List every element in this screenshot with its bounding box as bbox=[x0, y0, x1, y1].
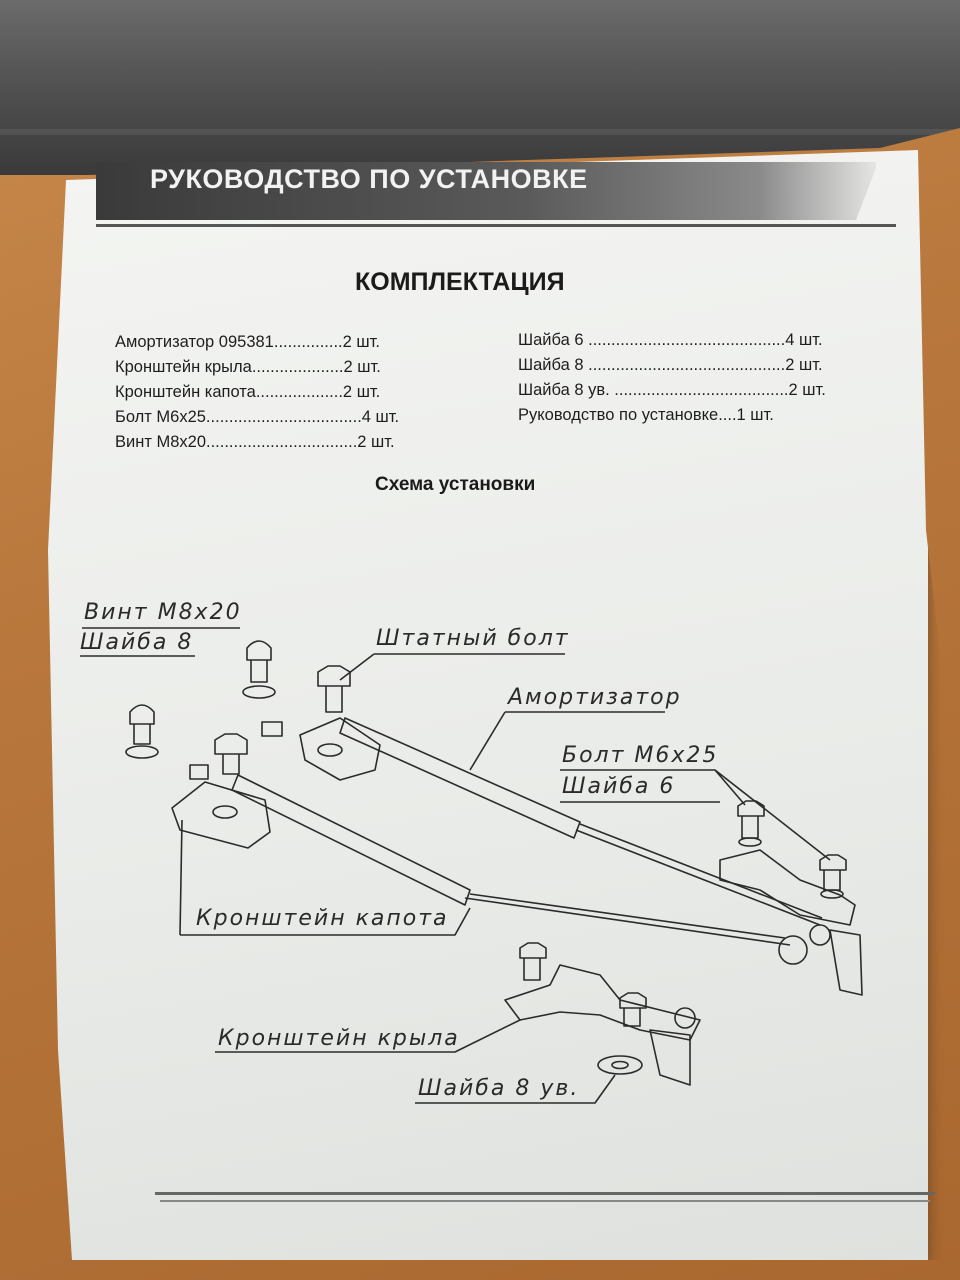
kit-list-right: Шайба 6 ................................… bbox=[518, 328, 826, 428]
washer-8-icon bbox=[242, 685, 276, 699]
kit-item: Болт М6х25..............................… bbox=[115, 408, 400, 426]
label-fender-bracket: Кронштейн крыла bbox=[218, 1026, 460, 1051]
bolt-m6-icon bbox=[819, 854, 847, 891]
bolt-m6-icon bbox=[519, 942, 547, 981]
label-shock-absorber: Амортизатор bbox=[508, 685, 682, 710]
kit-item: Шайба 6 ................................… bbox=[518, 331, 823, 349]
gas-strut-rod bbox=[575, 829, 821, 926]
washer-8-icon bbox=[125, 745, 159, 759]
hood-bracket-icon bbox=[171, 781, 271, 849]
device-edge bbox=[0, 0, 960, 175]
kit-item: Шайба 8 ................................… bbox=[518, 356, 823, 374]
header-band bbox=[96, 162, 876, 220]
washer-8-large-icon bbox=[597, 1055, 643, 1075]
leader-line bbox=[560, 769, 831, 861]
kit-item: Кронштейн крыла....................2 шт. bbox=[115, 358, 381, 376]
bolt-m6-icon bbox=[737, 800, 765, 839]
hood-bracket-icon bbox=[299, 717, 381, 781]
bolt-m6-icon bbox=[619, 992, 647, 1027]
kit-item: Руководство по установке....1 шт. bbox=[518, 406, 774, 424]
gas-strut-rod bbox=[464, 897, 791, 946]
label-standard-bolt: Штатный болт bbox=[376, 626, 570, 651]
scheme-title: Схема установки bbox=[375, 474, 536, 495]
leader-line bbox=[179, 819, 471, 936]
gas-strut-body bbox=[231, 774, 471, 906]
kit-title: КОМПЛЕКТАЦИЯ bbox=[355, 268, 565, 296]
gas-strut-body bbox=[339, 717, 581, 839]
leader-line bbox=[339, 653, 565, 681]
label-washer-8-large: Шайба 8 ув. bbox=[418, 1076, 580, 1101]
leader-line bbox=[215, 1019, 521, 1053]
footer-line bbox=[155, 1192, 935, 1195]
label-washer-8: Шайба 8 bbox=[80, 630, 194, 655]
header-title: РУКОВОДСТВО ПО УСТАНОВКЕ bbox=[150, 164, 588, 194]
label-washer-6: Шайба 6 bbox=[562, 774, 676, 799]
screw-m8-icon bbox=[246, 640, 272, 683]
footer-line bbox=[160, 1200, 930, 1202]
kit-item: Винт М8х20..............................… bbox=[115, 433, 395, 451]
fender-bracket-icon bbox=[719, 849, 856, 926]
standard-bolt-icon bbox=[317, 665, 351, 713]
instruction-sheet bbox=[48, 150, 928, 1260]
kit-item: Шайба 8 ув. ............................… bbox=[518, 381, 826, 399]
label-screw-m8: Винт М8х20 bbox=[84, 600, 242, 625]
header-underline bbox=[96, 224, 896, 227]
kit-list-left: Амортизатор 095381...............2 шт. К… bbox=[115, 330, 399, 455]
kit-item: Кронштейн капота...................2 шт. bbox=[115, 383, 381, 401]
label-bolt-m6: Болт М6х25 bbox=[562, 743, 719, 768]
leader-line bbox=[415, 1074, 616, 1104]
label-hood-bracket: Кронштейн капота bbox=[196, 906, 449, 931]
leader-line bbox=[469, 711, 665, 771]
fender-bracket-icon bbox=[504, 964, 701, 1041]
screw-m8-icon bbox=[129, 704, 155, 745]
kit-item: Амортизатор 095381...............2 шт. bbox=[115, 333, 380, 351]
